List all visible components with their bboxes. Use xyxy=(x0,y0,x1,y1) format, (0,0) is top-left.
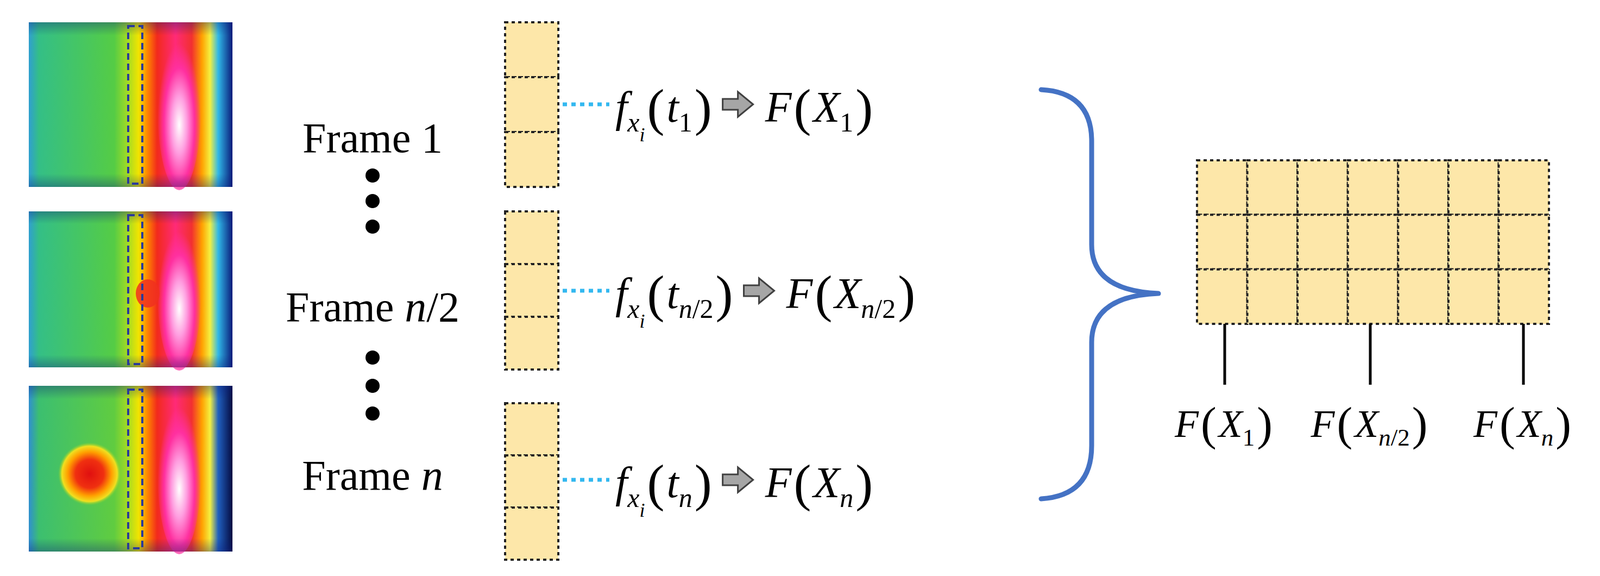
matrix-cell xyxy=(1197,269,1248,324)
matrix-cell xyxy=(1397,160,1449,215)
math-delimiter: ( xyxy=(814,267,833,320)
math-delimiter: ( xyxy=(794,456,812,509)
math-subscript: i xyxy=(639,311,645,331)
math-symbol: f xyxy=(615,85,628,129)
column-label: F(X1) xyxy=(1174,397,1275,445)
math-subscript: /2 xyxy=(874,294,896,323)
math-symbol: X xyxy=(813,85,840,129)
matrix-cell xyxy=(1347,214,1399,269)
matrix-cell xyxy=(1498,214,1549,269)
matrix-cell xyxy=(1247,214,1299,269)
math-symbol: n xyxy=(404,284,427,329)
math-delimiter: ) xyxy=(855,456,873,509)
math-delimiter: ) xyxy=(694,81,713,134)
math-symbol: t xyxy=(666,460,679,505)
frame-label: Frame 1 xyxy=(302,116,443,160)
math-subscript: 1 xyxy=(839,108,854,136)
math-symbol: /2 xyxy=(426,285,460,329)
matrix-cell xyxy=(1297,269,1348,324)
math-subscript: n xyxy=(860,294,875,323)
math-subscript: n xyxy=(1378,425,1391,450)
f-row: fxi(t1) xyxy=(615,78,715,131)
matrix-cell xyxy=(1297,160,1348,215)
math-symbol: X xyxy=(1354,404,1379,444)
matrix-cell xyxy=(1498,160,1549,215)
math-delimiter: ( xyxy=(646,267,665,320)
math-subscript: n xyxy=(839,483,854,512)
matrix-cell xyxy=(1448,269,1499,324)
matrix-cell xyxy=(1498,269,1549,324)
matrix-cell xyxy=(1397,269,1449,324)
matrix-cell xyxy=(1448,214,1499,269)
math-symbol: n xyxy=(421,452,444,497)
column-label: F(Xn/2) xyxy=(1310,397,1430,445)
math-subscript: 1 xyxy=(1242,425,1256,450)
math-subscript: i xyxy=(639,124,645,145)
math-symbol: X xyxy=(1218,404,1243,444)
math-delimiter: ( xyxy=(646,456,665,509)
math-subscript: /2 xyxy=(692,294,714,323)
F-row: F(Xn/2) xyxy=(786,264,918,317)
math-delimiter: ) xyxy=(1412,400,1428,447)
math-subscript: n xyxy=(678,483,693,512)
math-symbol: X xyxy=(1517,404,1542,444)
block-arrow xyxy=(722,467,754,493)
math-symbol: f xyxy=(615,460,628,505)
math-subscript: x xyxy=(627,483,640,512)
block-arrow xyxy=(744,278,775,304)
math-delimiter: ( xyxy=(1336,400,1353,447)
frame-label: Framen xyxy=(301,452,443,497)
math-symbol: Frame xyxy=(301,454,411,497)
math-delimiter: ( xyxy=(1499,400,1516,447)
f-row: fxi(tn) xyxy=(615,453,715,506)
math-symbol: F xyxy=(1473,404,1498,444)
math-delimiter: ( xyxy=(794,81,812,134)
math-delimiter: ( xyxy=(1200,400,1217,447)
math-delimiter: ) xyxy=(1256,400,1273,447)
matrix-cell xyxy=(1347,160,1399,215)
block-arrow xyxy=(722,91,754,117)
math-subscript: i xyxy=(639,500,645,520)
math-symbol: Frame xyxy=(285,285,394,329)
math-symbol: F xyxy=(786,271,814,316)
math-subscript: x xyxy=(627,108,640,136)
math-delimiter: ) xyxy=(1555,400,1572,447)
matrix-cell xyxy=(1197,214,1248,269)
column-label: F(Xn) xyxy=(1473,397,1574,445)
math-delimiter: ) xyxy=(694,456,713,509)
math-symbol: f xyxy=(615,271,628,316)
math-symbol: F xyxy=(1310,404,1335,444)
math-subscript: /2 xyxy=(1390,425,1410,450)
frame-label: Framen/2 xyxy=(285,284,460,329)
math-subscript: x xyxy=(627,294,640,323)
math-symbol: Frame 1 xyxy=(302,116,443,160)
matrix-cell xyxy=(1247,160,1299,215)
math-symbol: X xyxy=(813,460,840,505)
f-row: fxi(tn/2) xyxy=(615,264,736,317)
math-symbol: X xyxy=(834,271,861,316)
math-subscript: n xyxy=(1541,425,1554,450)
math-subscript: 1 xyxy=(678,108,693,136)
matrix-cell xyxy=(1397,214,1449,269)
matrix-cell xyxy=(1297,214,1348,269)
math-symbol: F xyxy=(765,460,792,505)
matrix-cell xyxy=(1247,269,1299,324)
math-delimiter: ) xyxy=(855,81,873,134)
math-symbol: F xyxy=(1174,404,1199,444)
math-delimiter: ) xyxy=(715,267,734,320)
math-symbol: t xyxy=(666,271,679,316)
math-delimiter: ( xyxy=(646,81,665,134)
F-row: F(Xn) xyxy=(765,453,876,506)
math-symbol: F xyxy=(765,85,792,129)
matrix-cell xyxy=(1448,160,1499,215)
math-subscript: n xyxy=(678,294,693,323)
matrix-cell xyxy=(1347,269,1399,324)
F-row: F(X1) xyxy=(765,78,876,131)
matrix-cell xyxy=(1197,160,1248,215)
math-symbol: t xyxy=(666,85,679,129)
math-delimiter: ) xyxy=(897,267,916,320)
